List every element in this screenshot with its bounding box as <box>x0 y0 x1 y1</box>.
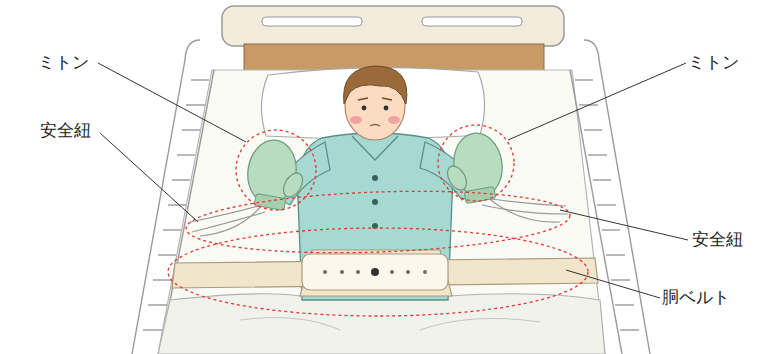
headboard-slot <box>422 17 522 26</box>
belt-center-pad <box>302 254 448 290</box>
mitten <box>244 137 307 211</box>
hair <box>344 66 407 104</box>
headboard <box>222 6 564 46</box>
belt-lock <box>371 268 379 276</box>
part-label: ミトン <box>38 52 89 72</box>
part-label: ミトン <box>688 52 739 72</box>
part-label: 安全紐 <box>40 120 91 140</box>
button <box>372 175 378 181</box>
mattress <box>158 70 605 354</box>
blanket-fold <box>240 318 540 330</box>
blush <box>350 116 362 124</box>
part-label: 胴ベルト <box>662 287 730 307</box>
part-label: 安全紐 <box>692 229 743 249</box>
eye <box>362 106 367 111</box>
eyebrow <box>358 98 392 100</box>
leader-line <box>98 63 688 298</box>
eye <box>384 106 389 111</box>
button <box>372 199 378 205</box>
blush <box>388 116 400 124</box>
highlight-outline <box>168 125 588 316</box>
mouth <box>370 125 380 127</box>
belt-side-pad <box>300 250 452 296</box>
headboard-slot <box>262 17 362 26</box>
